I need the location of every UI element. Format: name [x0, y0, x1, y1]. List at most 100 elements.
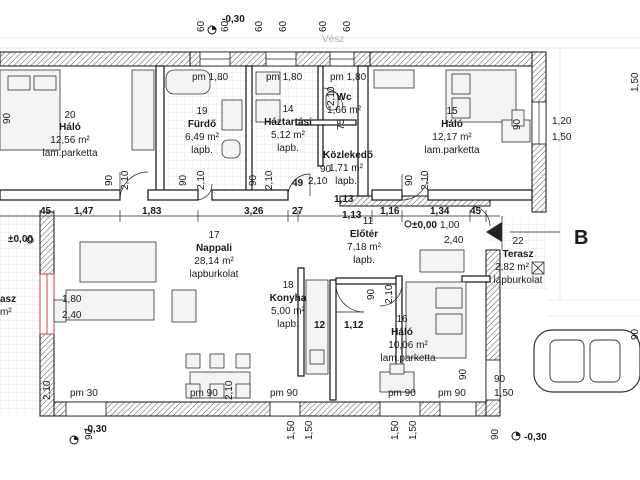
north-label: Vész [322, 34, 344, 45]
misc-10: 75 [336, 118, 347, 130]
room-floor: lapb. [277, 319, 299, 330]
opening-top-0: pm 1,80 [192, 72, 229, 83]
room-number: 19 [196, 106, 208, 117]
room-kozlekedo-label: Közlekedő 1,71 m² lapb. [323, 150, 373, 187]
misc-11: 2,10 [326, 86, 337, 106]
misc-13: 2,10 [420, 170, 431, 190]
room-wc-label: Wc 1,66 m² [327, 92, 362, 116]
dimension-line [0, 210, 500, 222]
room-floor: lam.parketta [380, 353, 435, 364]
windows [39, 51, 547, 417]
room-18-label: 18 Konyha 5,00 m² lapb. [270, 280, 307, 330]
room-area: 10,06 m² [388, 340, 428, 351]
level-top: -0,30 [222, 14, 245, 25]
level-bottom-left: -0,30 [84, 424, 107, 435]
dim-7: 1,34 [430, 206, 450, 217]
room-name: asz [0, 294, 16, 305]
misc-12: 90 [404, 174, 415, 186]
misc-20: 12 [314, 320, 326, 331]
misc-19: 2,10 [384, 284, 395, 304]
opening-top-2: pm 1,80 [330, 72, 367, 83]
misc-4: 2,10 [196, 170, 207, 190]
mark-5: 60 [342, 20, 353, 32]
room-area: 28,14 m² [194, 256, 234, 267]
opening-bottom-3: pm 90 [438, 388, 466, 399]
misc-9: 90 [320, 164, 332, 175]
room-14-label: 14 Háztartási 5,12 m² lapb. [264, 104, 312, 154]
misc-2: 2,10 [120, 170, 131, 190]
misc-18: 90 [366, 288, 377, 300]
room-17-label: 17 Nappali 28,14 m² lapburkolat [190, 230, 239, 280]
mark-4: 60 [318, 20, 329, 32]
dim-3: 3,26 [244, 206, 264, 217]
room-name: Háló [441, 119, 463, 130]
misc-7: 49 [292, 178, 304, 189]
room-floor: lam.parketta [424, 145, 479, 156]
room-area: 2,82 m² [495, 262, 530, 273]
room-name: Fürdő [188, 119, 216, 130]
misc-8: 2,10 [308, 176, 328, 187]
level-left-floor: ±0,00 [8, 234, 33, 245]
room-name: Előtér [350, 229, 378, 240]
room-number: 22 [512, 236, 524, 247]
misc-38: 2,10 [224, 380, 235, 400]
room-area: 1,71 m² [329, 163, 364, 174]
room-name: Terasz [503, 249, 534, 260]
room-area: 6,49 m² [185, 132, 220, 143]
door-swings [119, 87, 491, 313]
misc-15: 2,40 [62, 310, 82, 321]
misc-24: 90 [458, 368, 469, 380]
dim-1: 1,47 [74, 206, 94, 217]
dim-5: 1,13 [334, 194, 354, 205]
misc-23: 1,50 [494, 388, 514, 399]
level-bottom-right: -0,30 [524, 432, 547, 443]
room-number: 18 [282, 280, 294, 291]
opening-bottom-0: pm 30 [70, 388, 98, 399]
misc-3: 90 [178, 174, 189, 186]
misc-37: 2,10 [42, 380, 53, 400]
room-number: 16 [396, 314, 408, 325]
room-floor: lapb. [335, 176, 357, 187]
room-16-label: 16 Háló 10,06 m² lam.parketta [380, 314, 435, 364]
furniture [0, 69, 545, 399]
misc-32: 1,50 [408, 420, 419, 440]
room-11-label: 11 Előtér 7,18 m² lapb. [347, 216, 382, 266]
level-right-floor: ±0,00 [412, 220, 437, 231]
misc-35: 1,50 [630, 72, 640, 92]
room-22-label: 22 Terasz 2,82 m² lapburkolat [494, 236, 543, 286]
opening-bottom-1: pm 90 [270, 388, 298, 399]
level-markers [26, 25, 521, 445]
room-area: m² [0, 307, 12, 318]
entrance-marker [486, 216, 560, 250]
room-area: 7,18 m² [347, 242, 382, 253]
room-name: Nappali [196, 243, 232, 254]
room-name: Konyha [270, 293, 307, 304]
misc-34: 90 [630, 328, 640, 340]
misc-33: 90 [490, 428, 501, 440]
room-floor: lam.parketta [42, 148, 97, 159]
misc-22: 90 [494, 374, 506, 385]
misc-dimensions: 90 90 2,10 90 2,10 90 2,10 49 2,10 90 75… [2, 72, 640, 440]
interior-walls [0, 65, 533, 401]
room-floor: lapb. [277, 143, 299, 154]
misc-1: 90 [104, 174, 115, 186]
misc-21: 1,12 [344, 320, 364, 331]
room-number: 11 [363, 216, 374, 227]
misc-30: 1,50 [304, 420, 315, 440]
room-name: Háló [391, 327, 413, 338]
room-15-label: 15 Háló 12,17 m² lam.parketta [424, 106, 479, 156]
room-area: 12,17 m² [432, 132, 472, 143]
car-outline [533, 329, 640, 393]
dim-8: 45 [470, 206, 482, 217]
opening-bottom-2: pm 90 [388, 388, 416, 399]
mark-2: 60 [254, 20, 265, 32]
room-name: Háztartási [264, 117, 312, 128]
dim-2: 1,83 [142, 206, 162, 217]
room-floor: lapburkolat [190, 269, 239, 280]
misc-26: 1,50 [552, 132, 572, 143]
horizontal-dimensions: 45 1,47 1,83 3,26 27 1,13 1,16 1,34 45 [40, 194, 482, 217]
opening-top-1: pm 1,80 [266, 72, 303, 83]
room-name: Wc [337, 92, 352, 103]
misc-31: 1,50 [390, 420, 401, 440]
misc-0: 90 [2, 112, 13, 124]
